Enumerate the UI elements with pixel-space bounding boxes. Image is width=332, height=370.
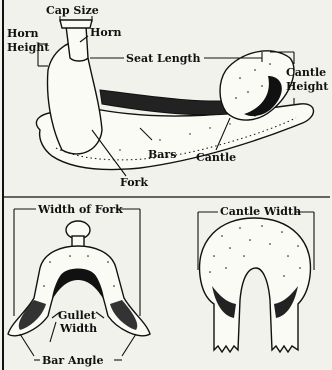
fork-label: Fork bbox=[120, 176, 148, 189]
bars-label: Bars bbox=[148, 148, 176, 161]
cantle-back-shape bbox=[200, 218, 311, 352]
horn-height-label-line1: Horn bbox=[7, 27, 39, 40]
horn-label: Horn bbox=[90, 26, 122, 39]
cantle-label: Cantle bbox=[196, 151, 236, 164]
cap-size-label: Cap Size bbox=[46, 4, 99, 17]
horn-height-label-line2: Height bbox=[7, 41, 50, 54]
cantle-height-label-line2: Height bbox=[286, 80, 329, 93]
bar-angle-label: Bar Angle bbox=[42, 354, 103, 367]
gullet-label: Gullet bbox=[58, 309, 97, 322]
cantle-height-label-line1: Cantle bbox=[286, 66, 326, 79]
back-view bbox=[200, 218, 311, 352]
horn-cap bbox=[60, 20, 92, 28]
seat-length-label: Seat Length bbox=[126, 52, 200, 65]
width-of-fork-label: Width of Fork bbox=[37, 203, 123, 216]
cantle-width-label: Cantle Width bbox=[220, 205, 301, 218]
gullet-width-label: Width bbox=[59, 322, 97, 335]
